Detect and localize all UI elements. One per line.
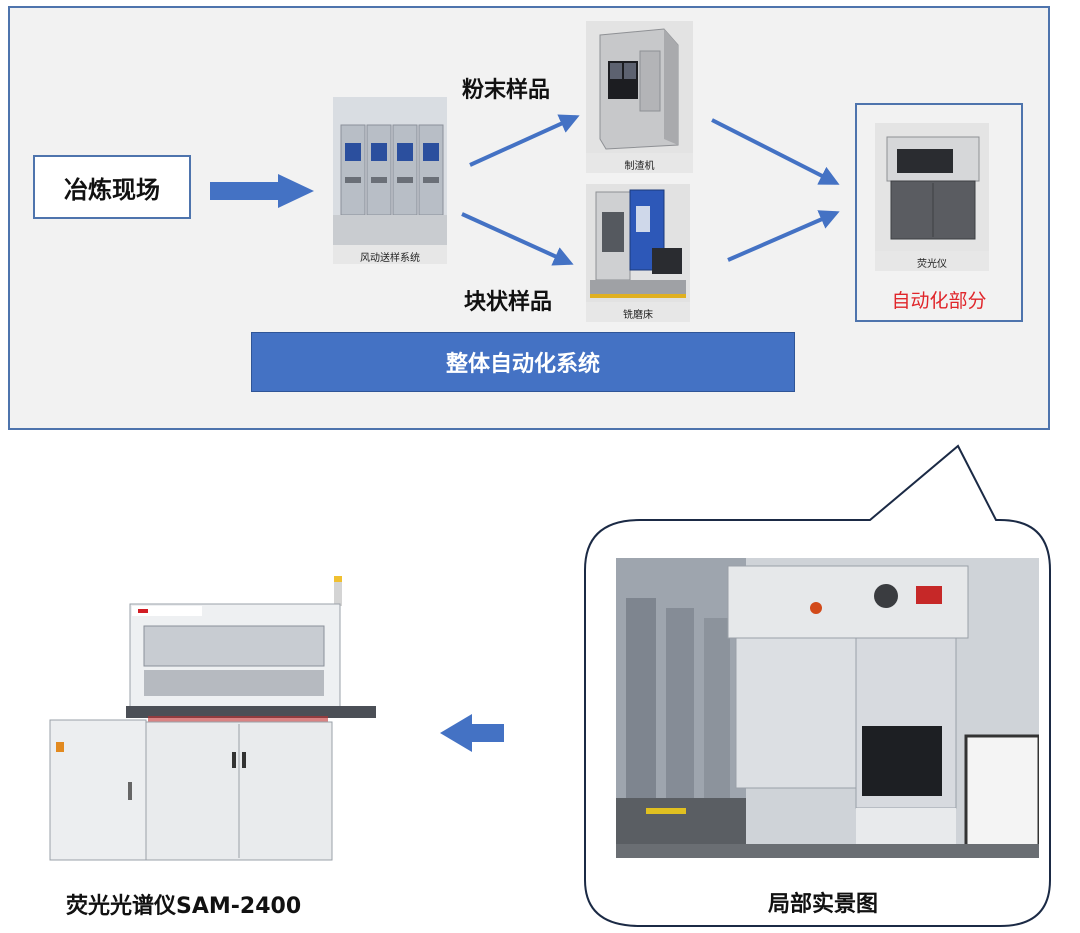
automation-part-box: 荧光仪 自动化部分	[855, 103, 1023, 322]
arrow-site-to-pneumatic	[210, 174, 314, 208]
smelting-site-label: 冶炼现场	[64, 175, 160, 204]
arrow-mill-to-xrf	[727, 210, 840, 262]
site-photo	[616, 558, 1039, 858]
overall-system-label: 整体自动化系统	[445, 352, 600, 377]
automation-part-label: 自动化部分	[891, 290, 987, 312]
site-photo-image	[616, 558, 1039, 858]
xrf-instrument-image	[875, 123, 989, 251]
xrf-caption: 荧光仪	[917, 259, 947, 270]
arrow-to-powder	[469, 114, 580, 167]
spectrometer-product-image	[48, 572, 378, 862]
slag-machine-photo: 制渣机	[586, 21, 693, 173]
arrow-slag-to-xrf	[711, 118, 840, 185]
pneumatic-system-photo: 风动送样系统	[333, 97, 447, 264]
slag-machine-image	[586, 21, 693, 153]
pneumatic-system-image	[333, 97, 447, 245]
arrow-left-bottom	[440, 714, 504, 752]
mill-caption: 铣磨床	[623, 310, 653, 321]
xrf-instrument-photo: 荧光仪	[875, 123, 989, 271]
spectrometer-product-photo	[48, 572, 378, 862]
overall-system-banner: 整体自动化系统	[251, 332, 795, 392]
milling-machine-image	[586, 184, 690, 302]
product-caption: 荧光光谱仪SAM-2400	[66, 894, 302, 919]
arrow-to-block	[461, 212, 574, 266]
powder-sample-label: 粉末样品	[462, 78, 551, 103]
smelting-site-box: 冶炼现场	[33, 155, 191, 219]
milling-machine-photo: 铣磨床	[586, 184, 690, 322]
slag-caption: 制渣机	[624, 161, 655, 172]
pneumatic-caption: 风动送样系统	[360, 253, 420, 264]
block-sample-label: 块状样品	[464, 290, 553, 315]
site-caption: 局部实景图	[768, 892, 879, 917]
